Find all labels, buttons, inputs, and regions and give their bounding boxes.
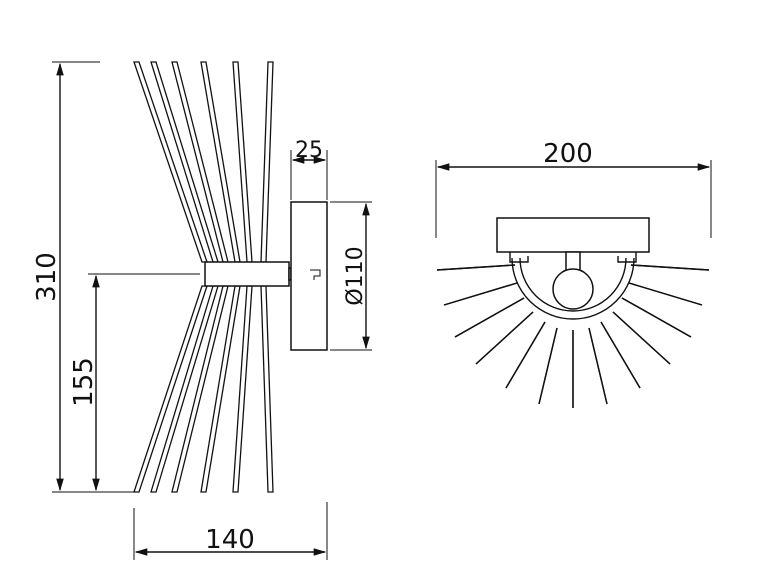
hub [204,261,290,287]
dim-200-label: 200 [543,139,593,169]
inner-arc [519,257,627,312]
upper-rods [133,61,274,263]
bracket-right [617,252,637,263]
radial-rods [436,264,710,408]
dim-25-label: 25 [295,138,323,163]
plate-hook [310,269,321,280]
dim-25: 25 [290,138,328,200]
dim-155-label: 155 [69,357,99,407]
dim-140: 140 [133,502,328,560]
dim-110: Ø110 [330,201,372,351]
outer-arc [511,257,635,320]
bracket-left [509,252,529,263]
wall-plate [290,201,328,351]
dim-200: 200 [435,139,712,238]
side-view: 310 155 140 25 Ø110 [32,61,372,560]
dim-310: 310 [32,61,136,493]
center-disc [552,268,594,310]
dim-155: 155 [69,273,200,492]
top-wall-plate [496,217,650,253]
dim-110-label: Ø110 [343,246,368,305]
top-view: 200 [435,139,712,408]
lower-rods [133,285,274,493]
dim-140-label: 140 [205,525,255,555]
dim-310-label: 310 [32,252,62,302]
